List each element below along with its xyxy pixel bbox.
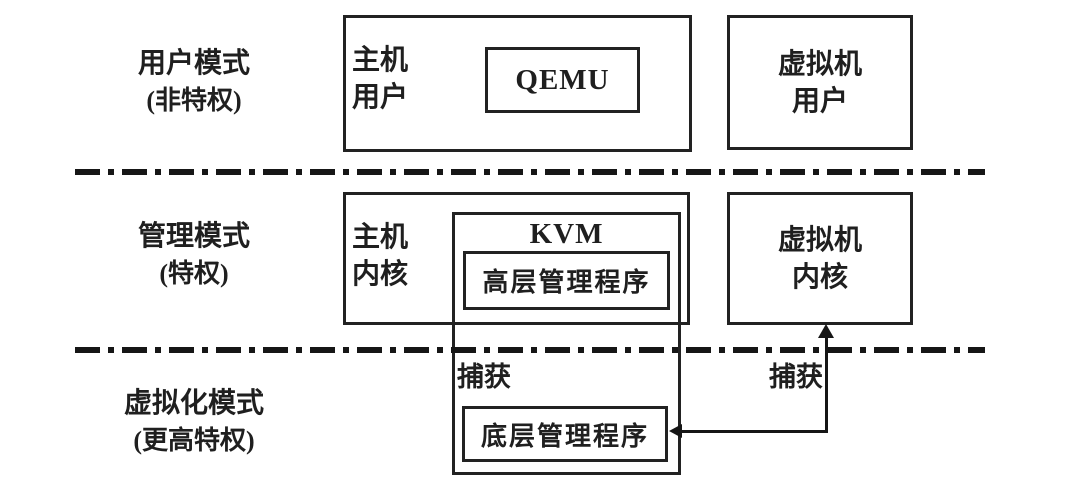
trap-arrow-vertical-line — [825, 335, 828, 433]
host-kernel-line2: 内核 — [352, 259, 409, 290]
privilege-separator-line-1 — [75, 169, 985, 175]
host-kernel-line1: 主机 — [352, 222, 409, 253]
host-kernel-label: 主机 内核 — [352, 219, 408, 293]
mode-title: 管理模式 — [137, 221, 250, 252]
kvm-box — [452, 212, 681, 475]
mode-title: 虚拟化模式 — [123, 388, 264, 419]
vm-kernel-line1: 虚拟机 — [777, 224, 862, 256]
mode-subtitle: (特权) — [159, 259, 229, 288]
mode-label-virtualization: 虚拟化模式 (更高特权) — [58, 385, 330, 459]
host-user-line1: 主机 — [352, 45, 409, 76]
vm-user-box: 虚拟机 用户 — [727, 15, 913, 150]
trap-label-right: 捕获 — [769, 362, 823, 392]
privilege-separator-line-2 — [75, 347, 985, 353]
mode-label-supervisor: 管理模式 (特权) — [58, 218, 330, 292]
high-level-manager-box: 高层管理程序 — [463, 251, 670, 310]
vm-user-line1: 虚拟机 — [777, 48, 862, 80]
trap-arrow-up-arrowhead — [818, 324, 834, 338]
mode-label-user: 用户模式 (非特权) — [58, 45, 330, 119]
trap-arrow-horizontal-line — [678, 430, 828, 433]
host-user-label: 主机 用户 — [352, 42, 408, 116]
vm-kernel-box: 虚拟机 内核 — [727, 192, 913, 325]
host-user-box — [343, 15, 692, 152]
vm-user-line2: 用户 — [791, 85, 848, 117]
host-kernel-box — [343, 192, 690, 325]
vm-kernel-line2: 内核 — [791, 261, 848, 293]
low-level-manager-box: 底层管理程序 — [462, 406, 668, 462]
kvm-label: KVM — [529, 218, 604, 250]
mode-subtitle: (非特权) — [146, 86, 242, 115]
qemu-box: QEMU — [485, 47, 640, 113]
trap-arrow-left-arrowhead — [669, 424, 682, 438]
mode-subtitle: (更高特权) — [133, 426, 255, 455]
mode-title: 用户模式 — [137, 48, 250, 79]
trap-label-left: 捕获 — [457, 362, 511, 392]
host-user-line2: 用户 — [352, 82, 409, 113]
